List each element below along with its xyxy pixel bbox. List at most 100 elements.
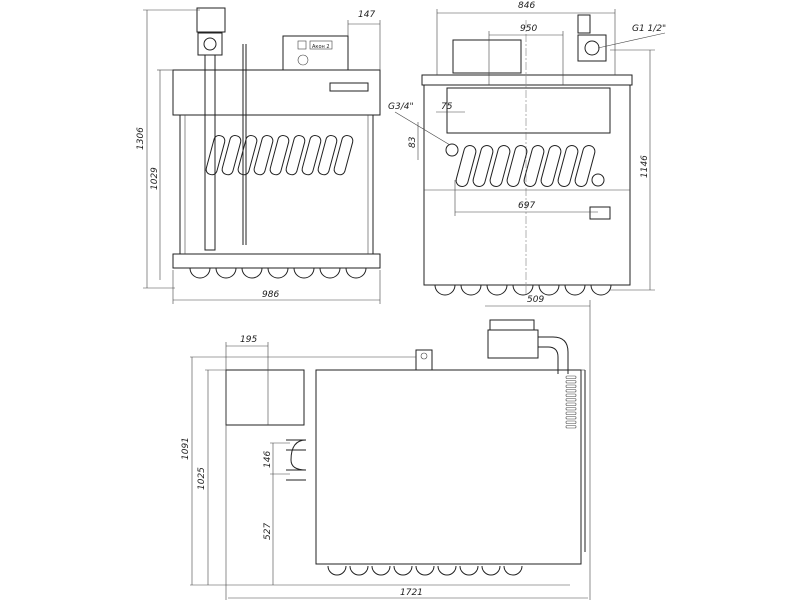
dim-width: 986 <box>262 290 279 300</box>
gas-pipe <box>204 54 216 251</box>
dim-spacing: 950 <box>520 24 537 34</box>
control-panel <box>282 35 349 71</box>
vent-slot <box>565 384 577 388</box>
vent-slot <box>565 389 577 393</box>
vent-slot <box>565 402 577 406</box>
burner-nozzle <box>503 565 523 576</box>
dim-top-offset: 147 <box>358 10 375 20</box>
coil-tube <box>472 145 494 187</box>
coil-tube <box>237 135 258 176</box>
dim-vertical-offset: 83 <box>408 136 418 148</box>
coil-tube <box>269 135 290 176</box>
inspection-window <box>446 87 611 134</box>
coil-tube <box>506 145 528 187</box>
dim-side-height: 1146 <box>640 155 650 178</box>
dim-total-length: 1721 <box>400 588 423 598</box>
pressure-gauge <box>591 173 605 187</box>
side-view: 846 950 G1 1/2" 1146 G3/4" 75 83 697 <box>388 1 666 296</box>
burner-nozzle <box>393 565 413 576</box>
vent-slot <box>565 380 577 384</box>
dim-side-width: 846 <box>518 1 535 11</box>
coil-tube <box>455 145 477 187</box>
side-body <box>423 84 631 286</box>
side-top-rail <box>421 74 633 86</box>
burner-nozzle <box>189 267 211 279</box>
vent-slot <box>565 375 577 379</box>
burner-nozzle <box>564 284 586 296</box>
coil-tube <box>317 135 338 176</box>
front-top-panel <box>172 69 381 116</box>
side-valve-coil <box>577 14 591 34</box>
top-view: 195 509 1091 1025 146 527 1721 <box>181 295 591 600</box>
burner-nozzle <box>349 565 369 576</box>
vent-slot <box>565 425 577 429</box>
boiler-body-top <box>315 369 582 565</box>
dim-burner-span: 697 <box>518 201 535 211</box>
dim-pipe-spacing: 146 <box>263 451 273 468</box>
burner-nozzle <box>345 267 367 279</box>
water-connection <box>445 143 459 157</box>
dim-pipe-height: 527 <box>263 523 273 540</box>
burner-nozzle <box>486 284 508 296</box>
heat-exchanger-coils <box>205 135 354 176</box>
vent-slot <box>565 411 577 415</box>
side-control-box <box>452 39 522 74</box>
model-plate <box>329 82 369 92</box>
burner-nozzle <box>241 267 263 279</box>
gas-valve-body <box>197 32 223 56</box>
flue-hood <box>225 369 305 426</box>
burner-nozzle <box>434 284 456 296</box>
side-burner-row <box>434 284 612 296</box>
burner-nozzle <box>293 267 315 279</box>
vent-slot <box>565 420 577 424</box>
panel-label: Акон 2 <box>312 44 330 50</box>
top-gas-valve <box>487 329 539 359</box>
burner-nozzle <box>437 565 457 576</box>
dim-water-connection: G3/4" <box>388 102 414 112</box>
side-gas-valve <box>577 34 607 62</box>
side-coils <box>455 145 596 187</box>
dim-body-height: 1029 <box>150 167 160 190</box>
dim-total-height: 1306 <box>136 127 146 150</box>
gas-valve-coil <box>196 7 226 33</box>
coil-tube <box>301 135 322 176</box>
burner-nozzle <box>481 565 501 576</box>
dim-gas-inlet: G1 1/2" <box>632 24 666 34</box>
coil-tube <box>489 145 511 187</box>
burner-nozzle <box>267 267 289 279</box>
burner-nozzle <box>327 565 347 576</box>
coil-tube <box>253 135 274 176</box>
coil-tube <box>205 135 226 176</box>
burner-nozzle <box>590 284 612 296</box>
dim-offset: 75 <box>441 102 453 112</box>
burner-nozzle <box>459 565 479 576</box>
coil-tube <box>574 145 596 187</box>
dim-flue-width: 195 <box>240 335 257 345</box>
coil-tube <box>285 135 306 176</box>
dim-depth-top: 509 <box>527 295 544 305</box>
front-bottom-panel <box>172 253 381 269</box>
coil-tube <box>523 145 545 187</box>
vent-slot <box>565 398 577 402</box>
burner-nozzle <box>215 267 237 279</box>
vent-slot <box>565 416 577 420</box>
ventilation-slots <box>565 375 577 429</box>
burner-nozzle <box>460 284 482 296</box>
coil-tube <box>540 145 562 187</box>
vent-slot <box>565 393 577 397</box>
coil-tube <box>333 135 354 176</box>
coil-tube <box>557 145 579 187</box>
dim-top-body-height: 1025 <box>197 467 207 490</box>
vent-slot <box>565 407 577 411</box>
burner-nozzle <box>319 267 341 279</box>
coil-tube <box>221 135 242 176</box>
front-view: Акон 2 1306 1029 986 147 <box>136 7 381 304</box>
burner-row <box>189 267 367 279</box>
dim-top-total-height: 1091 <box>181 437 191 460</box>
burner-nozzle <box>538 284 560 296</box>
lifting-lug <box>415 349 433 371</box>
burner-nozzle <box>512 284 534 296</box>
top-burner-row <box>327 565 523 576</box>
